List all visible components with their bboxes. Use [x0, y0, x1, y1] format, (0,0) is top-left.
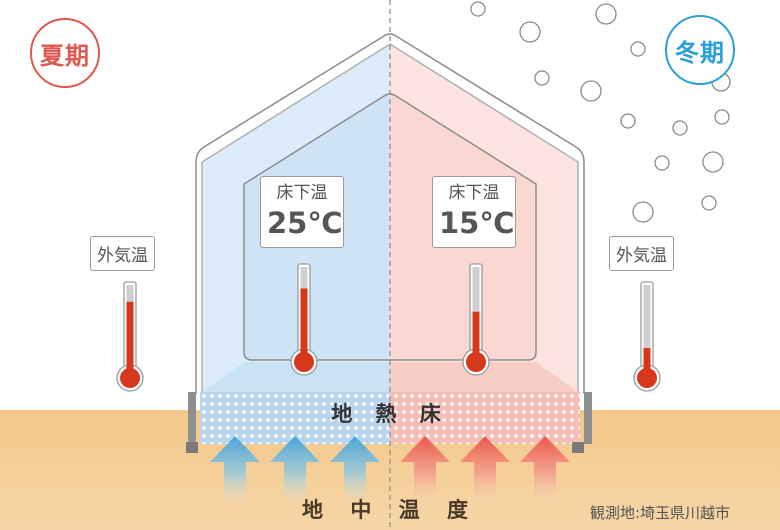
soil-temperature-label: 地 中 温 度 — [302, 498, 478, 522]
thermometer-underfloor-summer — [290, 263, 318, 376]
underfloor-value: 15℃ — [439, 206, 515, 240]
observation-site: 観測地:埼玉県川越市 — [590, 504, 731, 522]
thermometer-outside-winter — [633, 281, 661, 392]
underfloor-temp-winter: 床下温 15℃ — [432, 176, 516, 248]
ground-heat-arrows — [210, 436, 570, 504]
heat-arrow — [520, 436, 570, 504]
heat-arrow — [330, 436, 380, 504]
heat-arrow — [460, 436, 510, 504]
underfloor-label: 床下温 — [276, 183, 328, 203]
heat-arrow — [210, 436, 260, 504]
underfloor-temp-summer: 床下温 25℃ — [260, 176, 344, 248]
house-outline — [195, 33, 585, 394]
underfloor-value: 25℃ — [267, 206, 343, 240]
geothermal-floor-label: 地 熱 床 — [331, 402, 449, 426]
underfloor-label: 床下温 — [448, 183, 500, 203]
heat-arrow — [270, 436, 320, 504]
outside-temp-label-winter: 外気温 — [609, 236, 674, 271]
thermometers — [116, 263, 661, 392]
thermometer-outside-summer — [116, 281, 144, 392]
heat-arrow — [400, 436, 450, 504]
outside-temp-label-summer: 外気温 — [90, 236, 155, 271]
winter-badge: 冬期 — [665, 15, 735, 85]
summer-badge: 夏期 — [30, 18, 100, 88]
thermometer-underfloor-winter — [462, 263, 490, 376]
